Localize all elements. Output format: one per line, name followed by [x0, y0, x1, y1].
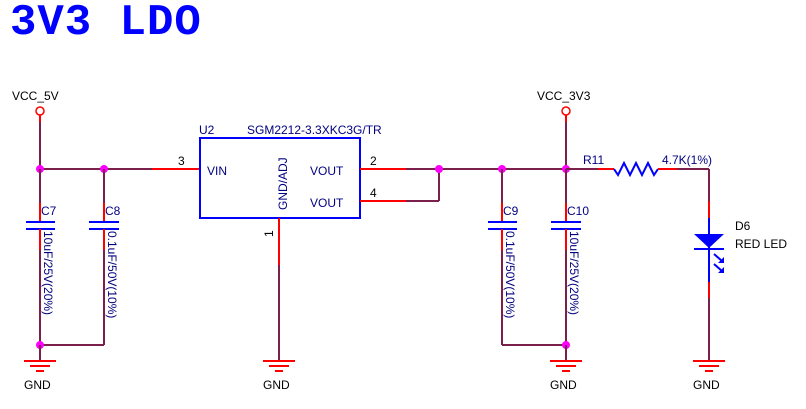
d6-value: RED LED — [735, 237, 787, 251]
d6-ref: D6 — [735, 219, 751, 233]
pin-name-vout: VOUT — [310, 164, 344, 178]
vcc-5v-port[interactable]: VCC_5V — [12, 89, 59, 116]
power-port-circle-icon — [35, 106, 45, 116]
gnd-label: GND — [693, 378, 720, 392]
led-d6[interactable]: D6 RED LED — [694, 218, 787, 282]
capacitor-c8[interactable]: C8 0.1uF/50V(10%) — [89, 169, 121, 345]
resistor-r11[interactable]: R11 4.7K(1%) — [566, 153, 712, 178]
capacitor-c9[interactable]: C9 0.1uF/50V(10%) — [488, 169, 519, 345]
vcc-3v3-port[interactable]: VCC_3V3 — [537, 89, 591, 116]
junction-dot — [435, 165, 443, 173]
c9-ref: C9 — [503, 204, 519, 218]
diode-triangle-icon — [694, 234, 724, 248]
vcc-5v-label: VCC_5V — [12, 89, 59, 103]
gnd-label: GND — [550, 378, 577, 392]
pin-name-gnd-adj: GND/ADJ — [276, 157, 290, 210]
pin-number-4: 4 — [370, 186, 377, 200]
c8-value: 0.1uF/50V(10%) — [105, 231, 119, 318]
pin-number-1: 1 — [262, 230, 276, 237]
pin-name-vin: VIN — [207, 164, 227, 178]
light-emission-arrows-icon — [713, 253, 724, 273]
schematic-title: 3V3 LDO — [10, 0, 202, 48]
r11-ref: R11 — [583, 153, 604, 167]
c10-value: 10uF/25V(20%) — [567, 231, 581, 315]
ground-symbol: GND — [693, 360, 725, 392]
ground-symbol: GND — [550, 360, 582, 392]
gnd-label: GND — [24, 378, 51, 392]
capacitor-c10[interactable]: C10 10uF/25V(20%) — [551, 169, 589, 345]
pin-number-3: 3 — [178, 154, 185, 168]
pin-number-2: 2 — [370, 154, 377, 168]
c10-ref: C10 — [567, 204, 589, 218]
c7-ref: C7 — [41, 204, 57, 218]
gnd-label: GND — [263, 378, 290, 392]
power-port-circle-icon — [561, 106, 571, 116]
u2-ref: U2 — [199, 123, 215, 137]
c7-value: 10uF/25V(20%) — [41, 231, 55, 315]
ground-symbol: GND — [24, 360, 56, 392]
ldo-u2[interactable]: U2 SGM2212-3.3XKC3G/TR VIN VOUT VOUT GND… — [178, 123, 382, 237]
resistor-zigzag-icon — [613, 160, 659, 178]
vcc-3v3-label: VCC_3V3 — [537, 89, 591, 103]
r11-value: 4.7K(1%) — [662, 153, 712, 167]
u2-part-number: SGM2212-3.3XKC3G/TR — [247, 123, 382, 137]
c9-value: 0.1uF/50V(10%) — [503, 231, 517, 318]
capacitor-c7[interactable]: C7 10uF/25V(20%) — [26, 169, 57, 345]
ground-symbol: GND — [263, 360, 295, 392]
pin-name-vout: VOUT — [310, 196, 344, 210]
c8-ref: C8 — [105, 204, 121, 218]
